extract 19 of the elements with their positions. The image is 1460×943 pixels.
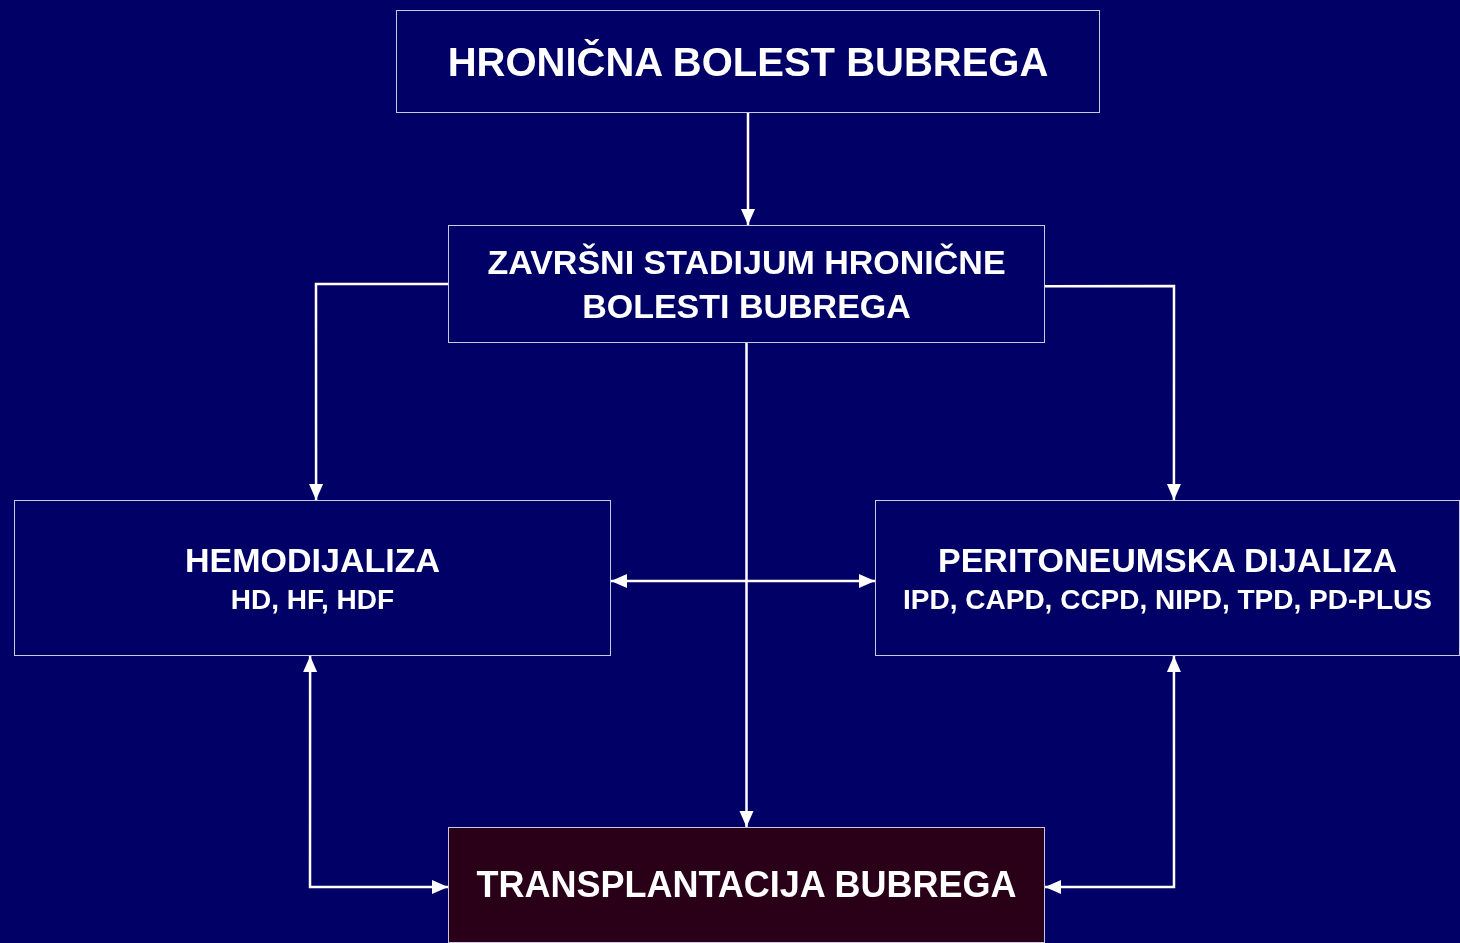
node-heading: HEMODIJALIZA [185, 539, 440, 581]
node-heading: PERITONEUMSKA DIJALIZA [937, 539, 1397, 581]
arrow [611, 574, 875, 589]
arrow [1045, 284, 1181, 500]
arrow [739, 343, 754, 827]
node-subtext: HD, HF, HDF [230, 582, 395, 617]
process-box [396, 10, 1100, 113]
node-heading: ZAVRŠNI STADIJUM HRONIČNE BOLESTI BUBREGA [486, 241, 1007, 327]
process-box [14, 500, 611, 656]
arrow [1045, 656, 1181, 894]
process-box [875, 500, 1460, 656]
arrow [309, 282, 448, 500]
node-heading: HRONIČNA BOLEST BUBREGA [447, 38, 1049, 86]
process-box [448, 827, 1045, 943]
arrow [741, 113, 755, 225]
node-subtext: IPD, CAPD, CCPD, NIPD, TPD, PD-PLUS [903, 582, 1432, 617]
arrow [303, 656, 448, 894]
node-heading: TRANSPLANTACIJA BUBREGA [476, 862, 1017, 907]
process-box [448, 225, 1045, 343]
